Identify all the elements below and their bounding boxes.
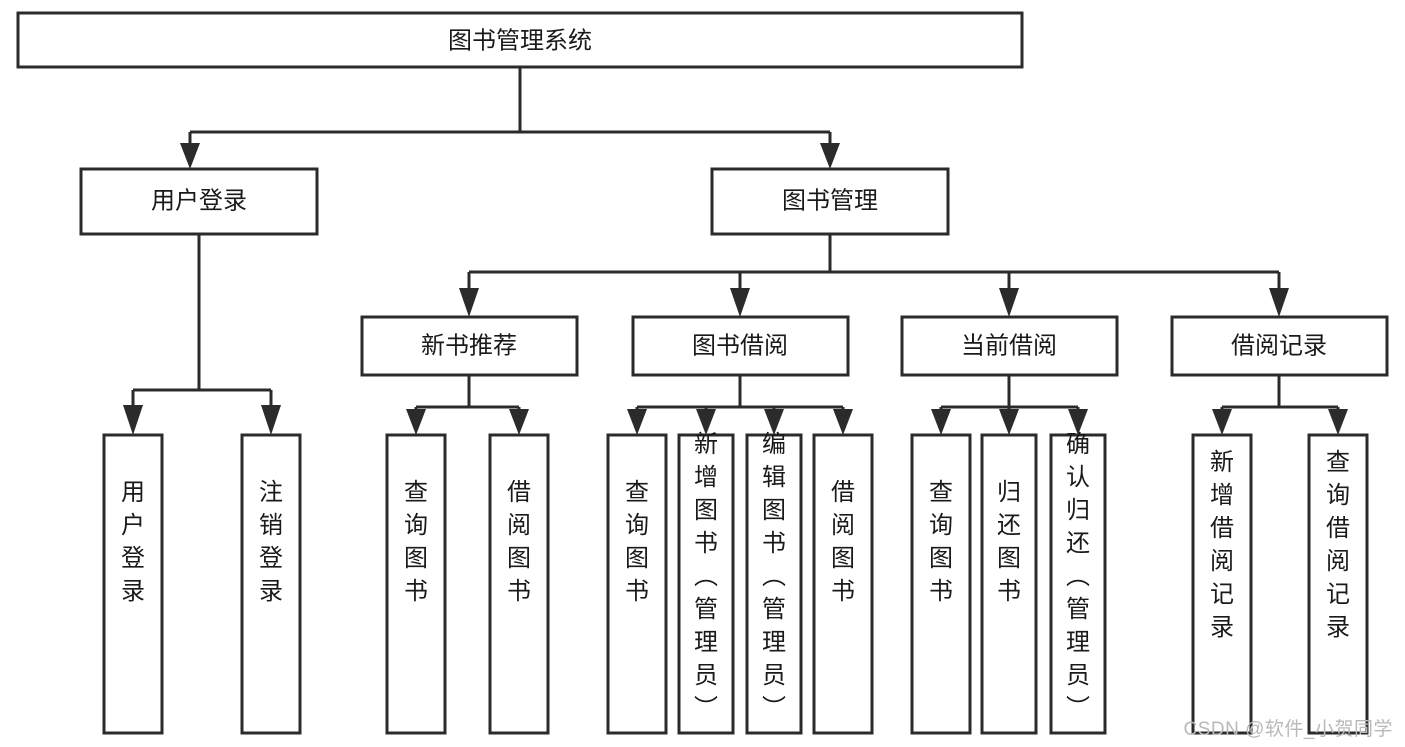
node-leaf-query-book-2-label: 查询图书 [625,479,649,605]
node-leaf-borrow-book-1-box[interactable] [488,433,550,735]
node-leaf-query-book-3[interactable]: 查询图书 [910,433,972,735]
arrow-head-icon [180,143,200,169]
node-leaf-user-logout-box[interactable] [240,433,302,735]
node-leaf-query-book-3-label: 查询图书 [929,479,953,605]
edges-layer [123,67,1348,435]
node-book-borrow-box[interactable] [631,315,850,377]
arrow-head-icon [1068,409,1088,435]
arrow-head-icon [833,409,853,435]
arrow-head-icon [459,288,479,317]
node-leaf-user-logout-label: 注销登录 [259,479,283,605]
node-leaf-edit-book[interactable]: 编辑图书︵管理员︶ [745,431,803,735]
node-book-manage[interactable]: 图书管理 [710,167,950,236]
node-leaf-query-record-box[interactable] [1307,433,1369,735]
node-current-borrow-label: 当前借阅 [961,332,1057,359]
node-leaf-confirm-return[interactable]: 确认归还︵管理员︶ [1049,431,1107,735]
node-book-manage-label: 图书管理 [782,187,878,214]
node-user-login-box[interactable] [79,167,319,236]
node-root[interactable]: 图书管理系统 [16,11,1024,69]
node-leaf-confirm-return-box[interactable] [1049,433,1107,735]
node-leaf-add-book-box[interactable] [677,433,735,735]
node-leaf-query-book-1[interactable]: 查询图书 [385,433,447,735]
arrow-head-icon [627,409,647,435]
node-leaf-add-record-label: 新增借阅记录 [1210,449,1234,641]
node-leaf-query-record-label: 查询借阅记录 [1326,449,1350,641]
node-leaf-query-book-2[interactable]: 查询图书 [606,433,668,735]
arrow-head-icon [764,409,784,435]
node-leaf-user-login-label: 用户登录 [121,479,145,605]
node-leaf-borrow-book-2-box[interactable] [812,433,874,735]
arrow-head-icon [999,288,1019,317]
arrow-head-icon [696,409,716,435]
arrow-head-icon [123,405,143,435]
node-leaf-query-book-1-label: 查询图书 [404,479,428,605]
node-leaf-edit-book-box[interactable] [745,433,803,735]
node-leaf-add-book-label: 新增图书︵管理员︶ [694,431,718,722]
node-book-borrow[interactable]: 图书借阅 [631,315,850,377]
node-new-book-rec[interactable]: 新书推荐 [360,315,579,377]
csdn-watermark: CSDN @软件_小贺同学 [1183,719,1393,740]
arrow-head-icon [1212,409,1232,435]
node-leaf-borrow-book-2[interactable]: 借阅图书 [812,433,874,735]
node-leaf-return-book-label: 归还图书 [997,479,1021,605]
node-leaf-user-logout[interactable]: 注销登录 [240,433,302,735]
arrow-head-icon [999,409,1019,435]
node-book-manage-box[interactable] [710,167,950,236]
node-borrow-record-label: 借阅记录 [1231,332,1327,359]
node-leaf-query-book-3-box[interactable] [910,433,972,735]
node-leaf-query-record[interactable]: 查询借阅记录 [1307,433,1369,735]
node-borrow-record[interactable]: 借阅记录 [1170,315,1389,377]
node-leaf-return-book-box[interactable] [980,433,1038,735]
arrow-head-icon [1328,409,1348,435]
node-leaf-return-book[interactable]: 归还图书 [980,433,1038,735]
node-root-label: 图书管理系统 [448,27,592,54]
arrow-head-icon [406,409,426,435]
node-leaf-confirm-return-label: 确认归还︵管理员︶ [1066,431,1090,722]
arrow-head-icon [820,143,840,169]
node-user-login[interactable]: 用户登录 [79,167,319,236]
node-current-borrow[interactable]: 当前借阅 [900,315,1119,377]
node-leaf-query-book-2-box[interactable] [606,433,668,735]
node-current-borrow-box[interactable] [900,315,1119,377]
node-leaf-user-login-box[interactable] [102,433,164,735]
node-borrow-record-box[interactable] [1170,315,1389,377]
node-leaf-edit-book-label: 编辑图书︵管理员︶ [762,431,786,722]
node-new-book-rec-box[interactable] [360,315,579,377]
arrow-head-icon [931,409,951,435]
node-leaf-add-record-box[interactable] [1191,433,1253,735]
node-leaf-add-record[interactable]: 新增借阅记录 [1191,433,1253,735]
arrow-head-icon [509,409,529,435]
node-user-login-label: 用户登录 [151,187,247,214]
arrow-head-icon [730,288,750,317]
node-leaf-borrow-book-1[interactable]: 借阅图书 [488,433,550,735]
node-new-book-rec-label: 新书推荐 [421,332,517,359]
node-leaf-add-book[interactable]: 新增图书︵管理员︶ [677,431,735,735]
node-leaf-user-login[interactable]: 用户登录 [102,433,164,735]
node-leaf-borrow-book-2-label: 借阅图书 [831,479,855,605]
node-leaf-borrow-book-1-label: 借阅图书 [507,479,531,605]
node-root-box[interactable] [16,11,1024,69]
arrow-head-icon [261,405,281,435]
node-leaf-query-book-1-box[interactable] [385,433,447,735]
arrow-head-icon [1269,288,1289,317]
node-book-borrow-label: 图书借阅 [692,332,788,359]
